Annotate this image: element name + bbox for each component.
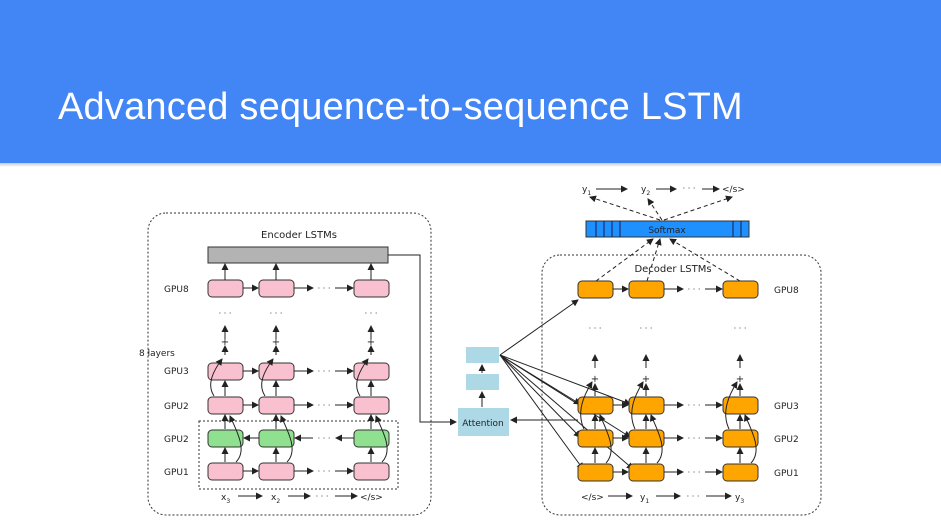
encoder-input-token: </s> <box>360 493 383 503</box>
attention-context-box <box>466 347 499 363</box>
encoder-plus: + <box>272 337 280 348</box>
encoder-lstm-cell <box>207 396 244 415</box>
encoder-lstm-cell <box>258 279 295 298</box>
decoder-input-token: y1 <box>640 493 649 505</box>
encoder-lstm-cell <box>207 279 244 298</box>
encoder-vdots: · · · <box>219 309 232 318</box>
encoder-vdots: · · · <box>365 309 378 318</box>
encoder-vertical-arrows <box>221 263 375 462</box>
decoder-vdots: · · · <box>589 324 602 333</box>
encoder-ellipsis: · · · <box>318 467 331 476</box>
decoder-plus: + <box>591 374 599 385</box>
encoder-lstm-cell <box>207 362 244 381</box>
decoder-plus: + <box>642 374 650 385</box>
slide-header: Advanced sequence-to-sequence LSTM <box>0 0 941 163</box>
decoder-gpu-label: GPU2 <box>774 435 799 445</box>
encoder-plus: + <box>221 337 229 348</box>
softmax-bar <box>585 220 750 238</box>
softmax-to-output-arrows <box>589 195 733 221</box>
decoder-boundary <box>541 254 822 516</box>
encoder-boundary <box>147 212 432 516</box>
encoder-lstm-cell <box>258 462 295 481</box>
decoder-ellipsis: · · · <box>688 468 701 477</box>
decoder-lstm-cell <box>628 280 665 299</box>
decoder-lstm-cell <box>628 463 665 482</box>
encoder-ellipsis: · · · <box>318 434 331 443</box>
encoder-to-attention-line <box>388 254 457 426</box>
encoder-gpu-label: GPU2 <box>164 402 189 412</box>
encoder-bottom-group <box>198 420 399 490</box>
output-token: y1 <box>582 185 591 197</box>
decoder-gpu-label: GPU1 <box>774 469 799 479</box>
encoder-title: Encoder LSTMs <box>261 230 337 241</box>
attention-context-box <box>466 374 499 390</box>
encoder-lstm-cell <box>353 362 390 381</box>
decoder-ellipsis: · · · <box>688 434 701 443</box>
encoder-residual-arrows <box>210 358 388 463</box>
encoder-vdots: · · · <box>270 309 283 318</box>
encoder-horizontal-arrows <box>243 284 354 475</box>
decoder-horizontal-arrows <box>613 285 723 476</box>
header-shadow <box>0 163 941 167</box>
decoder-lstm-cell <box>722 280 759 299</box>
decoder-lstm-cell <box>577 280 614 299</box>
decoder-ellipsis: · · · <box>688 401 701 410</box>
output-token: </s> <box>722 185 745 195</box>
decoder-vdots: · · · <box>640 324 653 333</box>
attention-box <box>458 408 509 436</box>
encoder-gpu-label: GPU8 <box>164 285 189 295</box>
attention-label: Attention <box>462 419 504 429</box>
encoder-gpu-label: GPU3 <box>164 367 189 377</box>
decoder-gpu-label: GPU3 <box>774 402 799 412</box>
slide-title: Advanced sequence-to-sequence LSTM <box>58 86 743 128</box>
encoder-lstm-cell <box>353 396 390 415</box>
decoder-input-ellipsis: · · · <box>687 492 700 501</box>
decoder-input-token: y3 <box>735 493 744 505</box>
encoder-plus: + <box>367 337 375 348</box>
softmax-label: Softmax <box>648 226 686 236</box>
decoder-vertical-arrows <box>591 354 744 463</box>
softmax-dividers <box>595 221 742 237</box>
decoder-lstm-cell <box>722 463 759 482</box>
output-ellipsis: · · · <box>683 184 696 193</box>
decoder-gpu-label: GPU8 <box>774 286 799 296</box>
encoder-input-token: x2 <box>271 493 280 505</box>
decoder-plus: + <box>736 374 744 385</box>
encoder-lstm-cell <box>353 279 390 298</box>
encoder-ellipsis: · · · <box>318 284 331 293</box>
decoder-input-token: </s> <box>581 493 604 503</box>
encoder-input-ellipsis: · · · <box>316 492 329 501</box>
decoder-lstm-cell <box>577 463 614 482</box>
encoder-gpu-label: GPU2 <box>164 435 189 445</box>
decoder-to-softmax-arrows <box>595 238 741 282</box>
encoder-ellipsis: · · · <box>318 401 331 410</box>
encoder-lstm-cell <box>258 396 295 415</box>
encoder-ellipsis: · · · <box>318 367 331 376</box>
decoder-residual-arrows <box>580 381 757 464</box>
decoder-ellipsis: · · · <box>688 285 701 294</box>
encoder-output-bar <box>207 246 389 264</box>
encoder-up-arrows <box>221 325 375 339</box>
layers-label: 8 layers <box>139 349 175 359</box>
decoder-vdots: · · · <box>734 324 747 333</box>
encoder-input-token: x3 <box>221 493 230 505</box>
decoder-title: Decoder LSTMs <box>634 264 711 275</box>
encoder-lstm-cell <box>207 462 244 481</box>
encoder-lstm-cell <box>353 462 390 481</box>
output-token: y2 <box>641 185 650 197</box>
encoder-gpu-label: GPU1 <box>164 468 189 478</box>
encoder-lstm-cell <box>258 362 295 381</box>
